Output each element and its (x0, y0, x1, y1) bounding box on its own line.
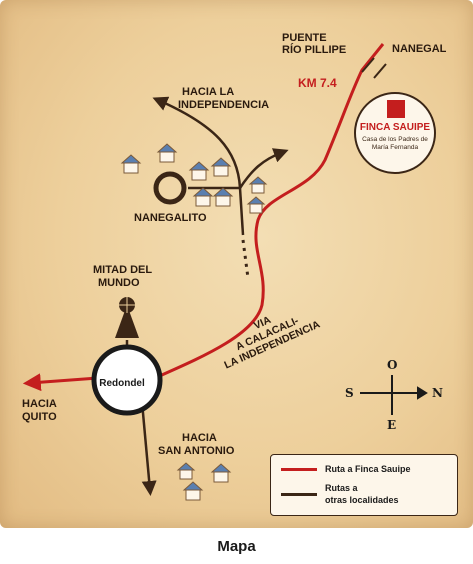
label-hacia-quito-2: QUITO (22, 411, 57, 423)
compass-east: E (387, 418, 397, 432)
finca-sauipe-marker: FINCA SAUIPE Casa de los Padres de María… (354, 92, 436, 174)
map-routes (22, 43, 428, 501)
route-to-independencia (152, 96, 242, 189)
finca-subtitle: Casa de los Padres de María Fernanda (362, 136, 428, 151)
map-panel: PUENTE RÍO PILLIPE NANEGAL KM 7.4 HACIA … (0, 0, 473, 528)
legend-text-other-2: otras localidades (325, 495, 399, 505)
legend-text-finca: Ruta a Finca Sauipe (325, 464, 411, 474)
route-dotted (241, 239, 250, 279)
label-independencia: INDEPENDENCIA (178, 99, 270, 111)
label-hacia-la: HACIA LA (182, 86, 235, 98)
bridge-icon (361, 57, 387, 79)
label-hacia-quito-1: HACIA (22, 398, 57, 410)
finca-logo-icon (387, 100, 405, 118)
finca-name: FINCA SAUIPE (359, 122, 431, 133)
route-to-quito (22, 373, 99, 392)
label-mundo: MUNDO (98, 277, 140, 289)
nanegalito-roundabout (153, 171, 187, 205)
label-nanegal: NANEGAL (392, 43, 447, 55)
legend-line-other (281, 493, 317, 496)
legend: Ruta a Finca Sauipe Rutas a otras locali… (270, 454, 458, 516)
label-hacia-san-antonio-1: HACIA (182, 432, 217, 444)
label-km: KM 7.4 (298, 76, 337, 90)
label-nanegalito: NANEGALITO (134, 212, 207, 224)
label-redondel: Redondel (99, 378, 145, 389)
compass-west: O (387, 358, 398, 372)
route-nanegalito-south (238, 187, 245, 236)
label-hacia-san-antonio-2: SAN ANTONIO (158, 445, 235, 457)
redondel-roundabout (91, 344, 163, 416)
legend-line-finca (281, 468, 317, 471)
label-rio-pillipe: RÍO PILLIPE (282, 44, 347, 56)
houses-san-antonio-icon (176, 462, 232, 501)
label-puente: PUENTE (282, 32, 327, 44)
map-caption: Mapa (217, 538, 256, 555)
compass-rose-icon (360, 375, 428, 415)
route-to-san-antonio (140, 401, 157, 496)
legend-text-other-1: Rutas a (325, 483, 358, 493)
compass-north: N (432, 386, 443, 400)
route-finca-sauipe (154, 43, 385, 380)
houses-nanegalito-icon (120, 143, 268, 214)
compass-south: S (345, 386, 354, 400)
route-nanegalito-branch (238, 148, 289, 189)
label-mitad-del: MITAD DEL (93, 264, 153, 276)
mitad-del-mundo-icon (115, 297, 139, 338)
